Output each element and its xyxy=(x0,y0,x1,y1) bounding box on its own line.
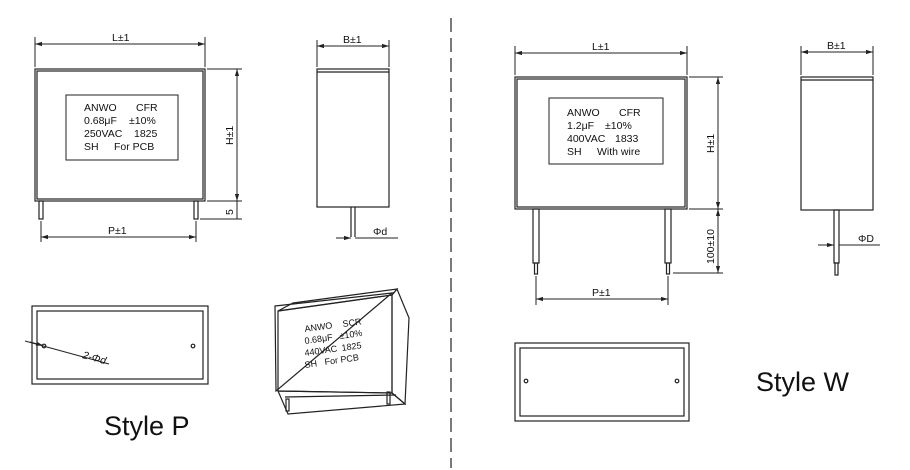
style-w-bottom-view xyxy=(514,342,690,422)
style-w-label-line-4-left: SH xyxy=(567,146,582,158)
style-w-side-view: B±1 ΦD xyxy=(800,40,880,276)
style-w-l-dimension: L±1 xyxy=(592,41,610,53)
style-w-label-line-2-right: ±10% xyxy=(605,120,632,132)
style-p-iso-label-line-1-right: SCR xyxy=(342,316,363,329)
style-p-lead-dimension: 5 xyxy=(224,209,236,215)
style-p-label-line-1-left: ANWO xyxy=(84,102,117,114)
style-w-caption: Style W xyxy=(756,367,850,397)
style-p-caption: Style P xyxy=(104,411,190,441)
style-w-front-view: ANWO CFR 1.2μF ±10% 400VAC 1833 SH With … xyxy=(514,41,723,305)
style-w-label-line-3-right: 1833 xyxy=(615,133,639,145)
style-p-iso-label-line-4-left: SH xyxy=(304,358,318,370)
style-p-b-dimension: B±1 xyxy=(343,34,362,46)
style-w-h-dimension: H±1 xyxy=(705,134,717,153)
style-w-label-line-1-left: ANWO xyxy=(567,107,600,119)
style-p-iso-label-line-2-right: ±10% xyxy=(339,328,363,341)
style-p-hole-label: 2-Φd xyxy=(80,349,108,367)
style-p-label-line-2-left: 0.68μF xyxy=(84,115,117,127)
style-p-iso-label-line-3-left: 440VAC xyxy=(304,343,338,358)
style-p-p-dimension: P±1 xyxy=(108,225,127,237)
style-p-iso-label-line-2-left: 0.68μF xyxy=(304,332,334,346)
style-p-bottom-view: 2-Φd xyxy=(24,305,209,385)
style-p-iso-label-line-1-left: ANWO xyxy=(304,320,333,334)
style-p-h-dimension: H±1 xyxy=(224,126,236,145)
style-p-front-view: ANWO CFR 0.68μF ±10% 250VAC 1825 SH For … xyxy=(34,32,242,242)
style-p-iso-label-line-4-right: For PCB xyxy=(324,352,360,367)
style-w-p-dimension: P±1 xyxy=(592,287,611,299)
style-w-label-line-3-left: 400VAC xyxy=(567,133,606,145)
style-p-label-line-3-right: 1825 xyxy=(134,128,158,140)
style-p-isometric-view: ANWO SCR 0.68μF ±10% 440VAC 1825 SH For … xyxy=(274,287,410,415)
style-w-label-line-1-right: CFR xyxy=(619,107,641,119)
style-w-label-box xyxy=(548,97,664,165)
style-p-l-dimension: L±1 xyxy=(112,32,130,44)
style-p-label-line-2-right: ±10% xyxy=(129,115,156,127)
style-p-label-line-4-right: For PCB xyxy=(114,141,154,153)
style-p-iso-label-line-3-right: 1825 xyxy=(341,340,362,353)
style-p-label-box xyxy=(65,94,179,161)
style-p-label-line-3-left: 250VAC xyxy=(84,128,123,140)
style-p-label-line-4-left: SH xyxy=(84,141,99,153)
style-w-lead-dimension: 100±10 xyxy=(705,229,717,264)
style-w-lead-diameter: ΦD xyxy=(858,233,874,245)
style-p-label-line-1-right: CFR xyxy=(136,102,158,114)
style-p-side-view: B±1 Φd xyxy=(316,34,398,241)
style-w-b-dimension: B±1 xyxy=(827,40,846,52)
style-p-lead-diameter: Φd xyxy=(373,226,387,238)
style-w-label-line-4-right: With wire xyxy=(597,146,640,158)
style-w-label-line-2-left: 1.2μF xyxy=(567,120,594,132)
